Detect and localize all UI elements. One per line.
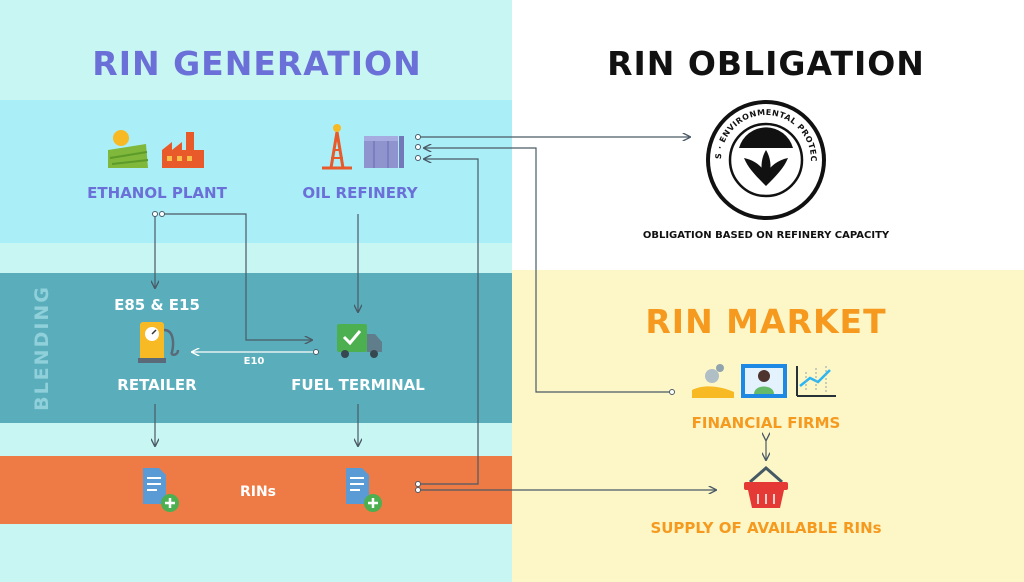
fuel-terminal-label: FUEL TERMINAL bbox=[291, 376, 425, 394]
financial-firms-label: FINANCIAL FIRMS bbox=[691, 414, 841, 432]
supply-rins-label: SUPPLY OF AVAILABLE RINs bbox=[650, 519, 882, 537]
obligation-title: RIN OBLIGATION bbox=[607, 44, 925, 83]
connectors bbox=[155, 137, 766, 490]
epa-seal-icon: UNITED STATES · ENVIRONMENTAL PROTECTION… bbox=[0, 0, 826, 220]
factory-icon bbox=[162, 132, 204, 168]
truck-icon bbox=[337, 324, 382, 358]
monitor-user-icon bbox=[741, 364, 787, 398]
ethanol-plant-label: ETHANOL PLANT bbox=[87, 184, 227, 202]
connector-dots bbox=[152, 134, 675, 493]
oil-derrick-icon bbox=[322, 124, 352, 170]
fuel-pump-icon bbox=[138, 322, 180, 363]
arrow-rins-to-refinery bbox=[418, 159, 479, 485]
refinery-tank-icon bbox=[364, 136, 404, 168]
rin-document-icon-left bbox=[143, 468, 179, 512]
retailer-label: RETAILER bbox=[117, 376, 197, 394]
stock-chart-icon bbox=[796, 366, 836, 397]
arrow-ethanol-to-terminal bbox=[162, 213, 312, 340]
shopping-basket-icon bbox=[744, 466, 788, 508]
e10-label: E10 bbox=[243, 356, 265, 367]
rins-label: RINs bbox=[239, 484, 277, 500]
obligation-caption: OBLIGATION BASED ON REFINERY CAPACITY bbox=[642, 230, 890, 241]
generation-band bbox=[0, 100, 512, 243]
hand-coin-icon bbox=[692, 364, 734, 398]
generation-title: RIN GENERATION bbox=[92, 44, 422, 83]
rin-document-icon-right bbox=[346, 468, 382, 512]
blending-band bbox=[0, 273, 512, 423]
arrow-firms-to-refinery bbox=[424, 148, 670, 393]
ethanol-field-icon bbox=[108, 130, 149, 168]
oil-refinery-label: OIL REFINERY bbox=[302, 184, 418, 202]
market-background bbox=[512, 270, 1024, 582]
e85-e15-label: E85 & E15 bbox=[114, 296, 200, 314]
market-title: RIN MARKET bbox=[645, 302, 887, 341]
